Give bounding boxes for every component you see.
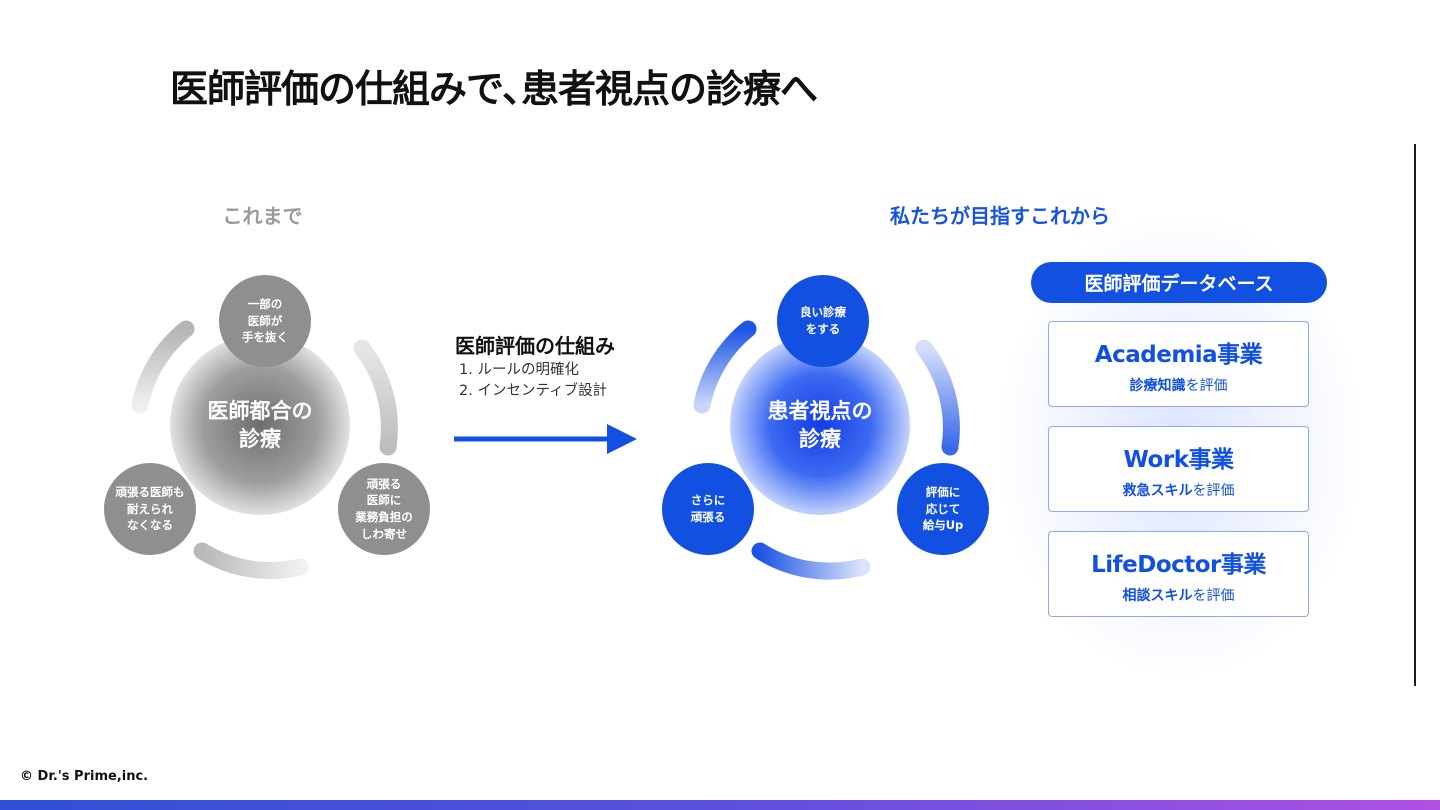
card-title: LifeDoctor事業 — [1091, 552, 1266, 578]
node-text: 医師が — [247, 313, 283, 328]
after-center-line1: 患者視点の — [767, 398, 873, 423]
card-sub-bold: 相談スキル — [1122, 588, 1193, 604]
after-node-right: 評価に 応じて 給与Up — [897, 463, 989, 555]
node-text: 頑張る — [366, 476, 402, 491]
node-text: 一部の — [247, 296, 283, 311]
right-divider — [1414, 144, 1416, 686]
mechanism-item: 1. ルールの明確化 — [459, 362, 579, 378]
node-text: 耐えられ — [127, 501, 173, 516]
before-node-left: 頑張る医師も 耐えられ なくなる — [104, 463, 196, 555]
arrow-head — [607, 424, 637, 454]
grey-arc-bottom — [193, 542, 309, 579]
blue-arc-right — [915, 339, 960, 456]
card-subtitle: 相談スキルを評価 — [1049, 585, 1308, 605]
blue-arc-left — [693, 320, 757, 414]
grey-arc-left — [131, 320, 195, 414]
card-sub-rest: を評価 — [1185, 378, 1228, 394]
node-text: 手を抜く — [242, 330, 288, 345]
card-work: Work事業 救急スキルを評価 — [1048, 426, 1309, 512]
node-text: 業務負担の — [355, 510, 413, 524]
before-node-right: 頑張る 医師に 業務負担の しわ寄せ — [338, 463, 430, 555]
bottom-gradient-bar — [0, 800, 1440, 810]
mechanism-list: 1. ルールの明確化 2. インセンティブ設計 — [459, 360, 607, 402]
card-lifedoctor: LifeDoctor事業 相談スキルを評価 — [1048, 531, 1309, 617]
card-sub-bold: 救急スキル — [1122, 483, 1193, 499]
node-text: 応じて — [925, 501, 961, 516]
node-text: さらに — [690, 493, 726, 508]
node-text: 給与Up — [922, 518, 964, 533]
card-subtitle: 診療知識を評価 — [1049, 375, 1308, 395]
after-node-left: さらに 頑張る — [662, 463, 754, 555]
blue-arc-bottom — [751, 542, 871, 580]
node-text: 良い診療 — [800, 305, 846, 320]
copyright: © Dr.'s Prime,inc. — [20, 769, 149, 784]
page-title: 医師評価の仕組みで､患者視点の診療へ — [170, 67, 818, 111]
grey-arc-right — [353, 339, 398, 456]
node-text: 医師に — [366, 493, 402, 508]
before-center-line2: 診療 — [239, 427, 281, 451]
node-text: 頑張る — [690, 510, 726, 524]
before-label: これまで — [222, 204, 303, 228]
before-node-top: 一部の 医師が 手を抜く — [219, 275, 311, 367]
card-academia: Academia事業 診療知識を評価 — [1048, 321, 1309, 407]
before-center-line1: 医師都合の — [207, 398, 313, 423]
after-node-top: 良い診療 をする — [777, 275, 869, 367]
card-title: Work事業 — [1123, 447, 1235, 473]
card-sub-rest: を評価 — [1192, 588, 1235, 604]
node-text: 頑張る医師も — [115, 484, 185, 499]
node-text: しわ寄せ — [361, 526, 407, 541]
node-text: 評価に — [925, 484, 961, 499]
node-text: なくなる — [127, 518, 173, 533]
card-subtitle: 救急スキルを評価 — [1049, 480, 1308, 500]
database-header: 医師評価データベース — [1031, 262, 1327, 303]
card-sub-rest: を評価 — [1192, 483, 1235, 499]
mechanism-item: 2. インセンティブ設計 — [459, 383, 608, 400]
card-sub-bold: 診療知識 — [1129, 378, 1186, 394]
card-title: Academia事業 — [1094, 342, 1263, 368]
after-center-line2: 診療 — [799, 427, 841, 451]
mechanism-title: 医師評価の仕組み — [455, 334, 615, 358]
node-text: をする — [805, 322, 841, 336]
